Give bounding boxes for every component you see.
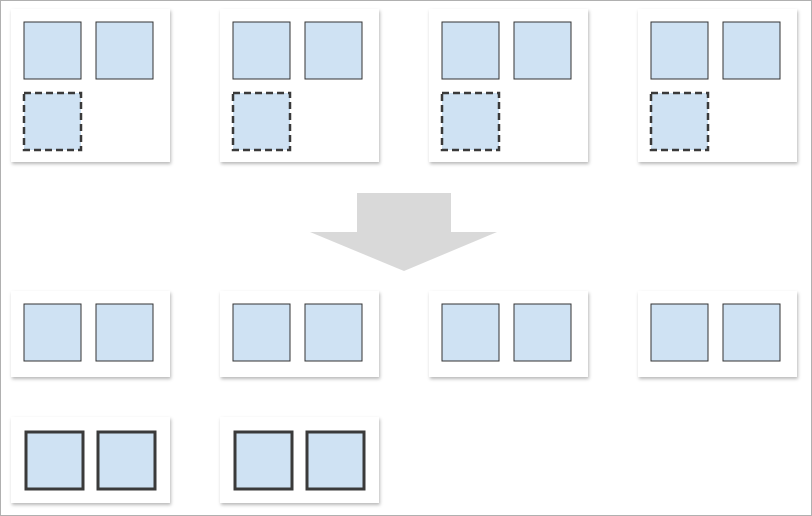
solid-box [95, 21, 154, 80]
down-arrow [310, 193, 497, 271]
before-card [220, 9, 379, 162]
dashed-box [649, 91, 710, 152]
before-card [638, 9, 797, 162]
dashed-box [440, 91, 501, 152]
dashed-box [22, 91, 83, 152]
solid-box [23, 21, 82, 80]
after-cards [11, 291, 797, 503]
bold-box [305, 430, 366, 491]
after-card [220, 291, 379, 377]
before-cards [11, 9, 797, 162]
solid-box [232, 303, 291, 362]
solid-box [722, 303, 781, 362]
solid-box [441, 303, 500, 362]
after-card [220, 417, 379, 503]
solid-box [95, 303, 154, 362]
dashed-box [231, 91, 292, 152]
solid-box [441, 21, 500, 80]
before-card [11, 9, 170, 162]
after-card [11, 417, 170, 503]
solid-box [513, 21, 572, 80]
after-card [11, 291, 170, 377]
bold-box [96, 430, 157, 491]
solid-box [650, 21, 709, 80]
after-card [429, 291, 588, 377]
solid-box [722, 21, 781, 80]
solid-box [650, 303, 709, 362]
solid-box [304, 303, 363, 362]
solid-box [304, 21, 363, 80]
solid-box [23, 303, 82, 362]
before-card [429, 9, 588, 162]
after-card [638, 291, 797, 377]
solid-box [513, 303, 572, 362]
bold-box [24, 430, 85, 491]
bold-box [233, 430, 294, 491]
solid-box [232, 21, 291, 80]
